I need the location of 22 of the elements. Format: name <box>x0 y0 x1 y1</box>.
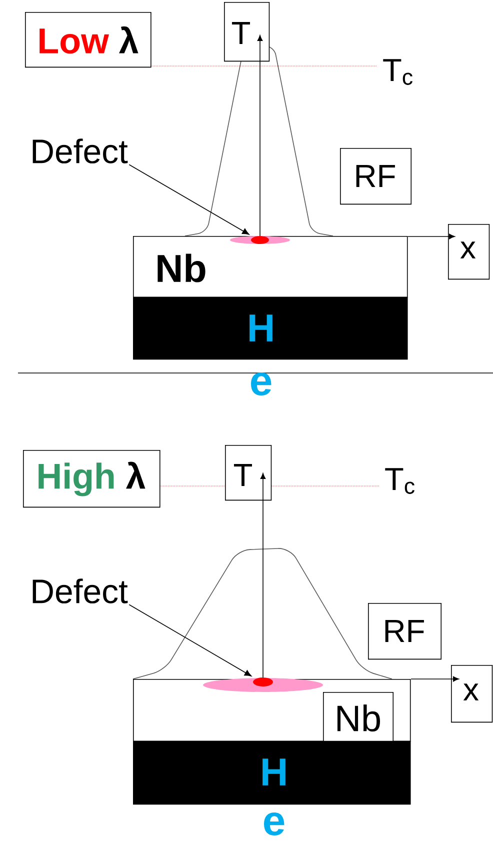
nb-label-box: Nb <box>323 692 394 742</box>
axis-label-box: x <box>448 224 490 280</box>
e-label: e <box>251 372 272 396</box>
tc-label: T$_{c}$ <box>383 59 412 85</box>
title-box: High λ <box>23 450 160 508</box>
title-box: Low λ <box>25 12 152 68</box>
defect-label: Defect <box>32 138 128 164</box>
leader-arrow <box>128 164 250 235</box>
field-layer: H <box>133 297 408 360</box>
defect-dot <box>251 236 269 244</box>
rf-box: RF <box>368 603 442 660</box>
tc-label: T$_{c}$ <box>385 468 414 494</box>
axis-label-box: T <box>225 445 272 501</box>
e-label: e <box>264 812 284 836</box>
axis-label-box: T <box>224 2 270 62</box>
axis-label-box: x <box>451 665 493 723</box>
niobium-layer: Nb <box>133 236 408 298</box>
defect-label: Defect <box>32 578 128 604</box>
field-layer: H <box>133 741 411 805</box>
defect-dot <box>253 678 273 686</box>
rf-box: RF <box>340 148 412 205</box>
leader-arrow <box>128 604 252 676</box>
